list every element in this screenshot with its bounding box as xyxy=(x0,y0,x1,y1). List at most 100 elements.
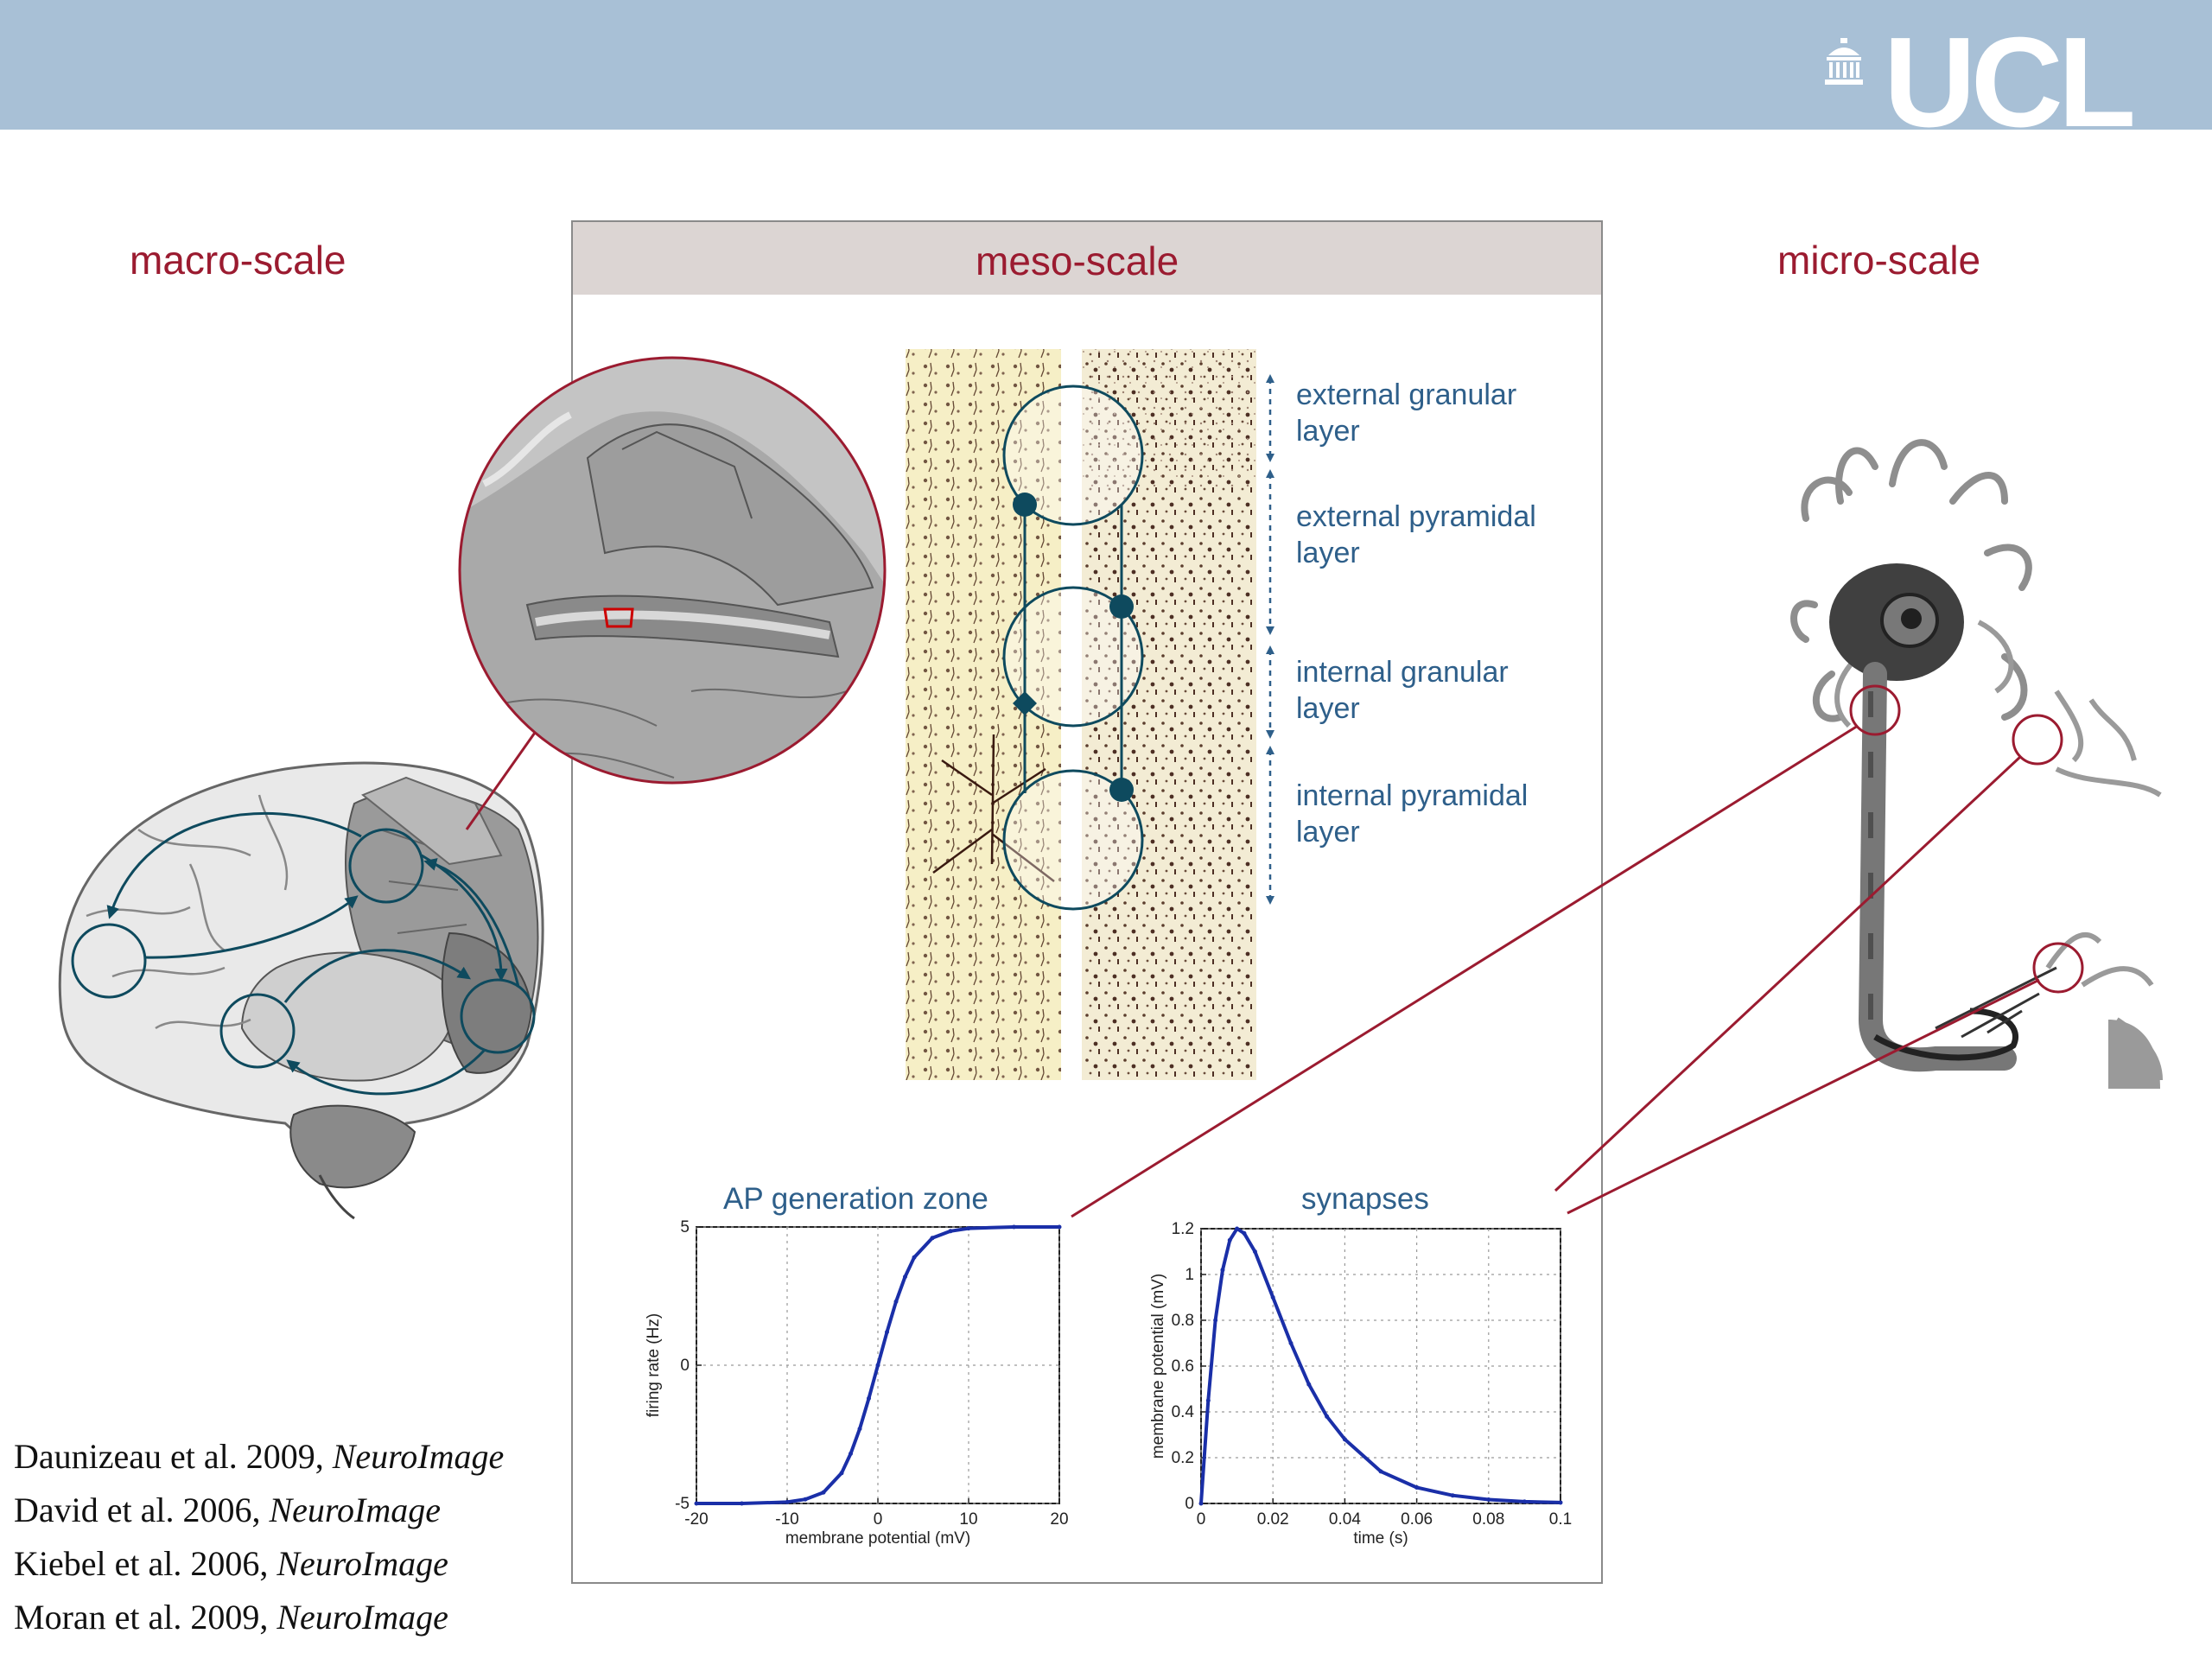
neuron-illustration xyxy=(1790,439,2163,1089)
x-axis-label: time (s) xyxy=(1353,1529,1408,1548)
data-point xyxy=(1414,1484,1420,1490)
layer-label: external granular layer xyxy=(1296,377,1573,449)
x-tick-label: 0.08 xyxy=(1472,1510,1504,1529)
logo-text: UCL xyxy=(1884,11,2136,154)
reference-item: Daunizeau et al. 2009, NeuroImage xyxy=(14,1440,504,1474)
y-tick-label: 1 xyxy=(1185,1266,1194,1284)
layer-label-line1: internal pyramidal xyxy=(1296,779,1529,812)
data-point xyxy=(1378,1469,1383,1474)
data-point xyxy=(912,1255,917,1260)
x-tick-label: -10 xyxy=(775,1510,798,1529)
cortical-circuit xyxy=(1002,385,1144,911)
x-tick-label: -20 xyxy=(684,1510,708,1529)
data-point xyxy=(785,1499,790,1504)
data-point xyxy=(1235,1226,1240,1231)
y-tick-label: 0.2 xyxy=(1172,1449,1194,1467)
micro-scale-title: micro-scale xyxy=(1777,238,1981,283)
header-bar: UCL xyxy=(0,0,2212,147)
data-point xyxy=(1522,1499,1527,1504)
y-tick-label: 1.2 xyxy=(1172,1220,1194,1238)
data-point xyxy=(1558,1500,1563,1505)
layer-label-line2: layer xyxy=(1296,692,1360,725)
x-axis-label: membrane potential (mV) xyxy=(785,1529,970,1548)
ucl-portico-icon xyxy=(1825,38,1863,85)
data-point xyxy=(966,1226,971,1231)
reference-journal: NeuroImage xyxy=(276,1544,448,1583)
reference-item: Moran et al. 2009, NeuroImage xyxy=(14,1600,448,1635)
x-tick-label: 0 xyxy=(874,1510,883,1529)
data-point xyxy=(885,1330,889,1335)
layer-label-line2: layer xyxy=(1296,415,1360,448)
data-point xyxy=(839,1471,844,1476)
data-point xyxy=(930,1236,935,1241)
data-point xyxy=(1198,1501,1204,1506)
data-point xyxy=(1306,1382,1312,1387)
data-point xyxy=(1205,1398,1211,1403)
data-point xyxy=(1220,1268,1225,1273)
x-tick-label: 0.04 xyxy=(1329,1510,1361,1529)
data-point xyxy=(849,1451,853,1456)
data-point xyxy=(1252,1249,1257,1254)
data-point xyxy=(867,1395,871,1401)
plot-connector-lines xyxy=(1071,724,2040,1218)
data-point xyxy=(948,1229,953,1234)
data-point xyxy=(1227,1237,1232,1243)
reference-journal: NeuroImage xyxy=(269,1491,441,1529)
data-point xyxy=(803,1497,808,1502)
reference-journal: NeuroImage xyxy=(276,1598,448,1637)
data-point xyxy=(1242,1230,1247,1236)
x-tick-label: 0 xyxy=(1197,1510,1206,1529)
macro-scale-title: macro-scale xyxy=(130,238,346,283)
reference-authors: Moran et al. 2009, xyxy=(14,1598,277,1637)
data-point xyxy=(893,1299,899,1304)
reference-item: Kiebel et al. 2006, NeuroImage xyxy=(14,1547,448,1581)
data-point xyxy=(1325,1414,1330,1419)
x-tick-label: 0.02 xyxy=(1257,1510,1289,1529)
ucl-logo: UCL xyxy=(1823,19,2152,147)
layer-label-line1: external granular xyxy=(1296,378,1517,411)
x-tick-label: 20 xyxy=(1050,1510,1068,1529)
data-point xyxy=(694,1501,699,1506)
y-tick-label: 0.6 xyxy=(1172,1357,1194,1376)
cortex-zoom-illustration xyxy=(458,356,887,785)
meso-scale-title: meso-scale xyxy=(976,238,1179,283)
cortical-layers-micrograph xyxy=(906,349,1256,1080)
reference-authors: Kiebel et al. 2006, xyxy=(14,1544,277,1583)
layer-label: internal pyramidal layer xyxy=(1296,778,1573,850)
y-tick-label: 0 xyxy=(1185,1495,1194,1513)
x-tick-label: 10 xyxy=(959,1510,977,1529)
data-point xyxy=(1057,1224,1062,1230)
y-tick-label: 0.8 xyxy=(1172,1312,1194,1330)
layer-label-line1: external pyramidal xyxy=(1296,500,1536,533)
data-point xyxy=(1270,1295,1275,1300)
data-point xyxy=(1486,1497,1491,1502)
data-point xyxy=(857,1427,862,1432)
layer-label-line2: layer xyxy=(1296,816,1360,849)
data-point xyxy=(875,1363,880,1368)
layer-label-line1: internal granular xyxy=(1296,656,1509,689)
data-point xyxy=(1288,1341,1294,1345)
reference-authors: Daunizeau et al. 2009, xyxy=(14,1437,333,1476)
reference-authors: David et al. 2006, xyxy=(14,1491,270,1529)
y-axis-label: membrane potential (mV) xyxy=(1149,1274,1167,1459)
data-point xyxy=(1213,1318,1218,1323)
data-point xyxy=(740,1501,744,1506)
y-tick-label: 0 xyxy=(680,1357,690,1375)
synapse-chart-title: synapses xyxy=(1301,1182,1429,1216)
reference-journal: NeuroImage xyxy=(332,1437,505,1476)
data-point xyxy=(903,1274,907,1280)
y-tick-label: -5 xyxy=(675,1495,690,1513)
data-point xyxy=(1012,1224,1016,1230)
meso-panel-header xyxy=(573,222,1601,295)
brain-illustration xyxy=(58,761,544,1220)
y-axis-label: firing rate (Hz) xyxy=(645,1313,663,1417)
x-tick-label: 0.1 xyxy=(1549,1510,1572,1529)
data-point xyxy=(1342,1437,1347,1442)
